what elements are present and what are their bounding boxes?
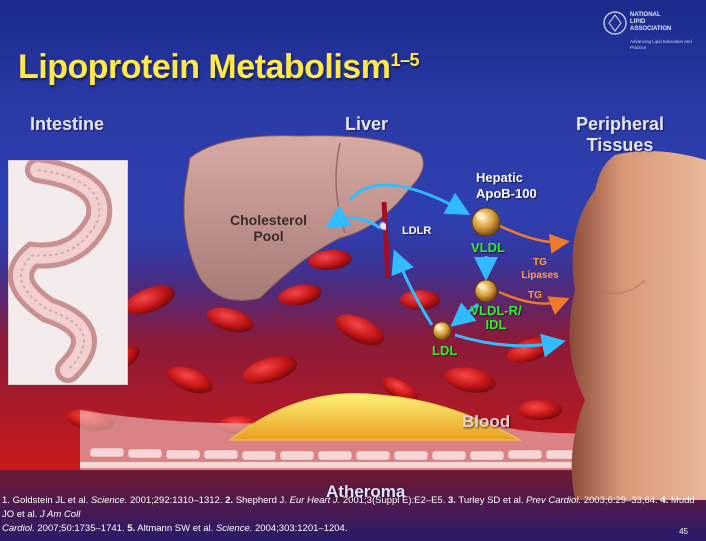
arrow-vldl-tg-to-tissues: [499, 224, 570, 254]
references: 1. Goldstein JL et al. Science. 2001;292…: [2, 494, 702, 536]
label-hepatic-apob100: Hepatic ApoB-100: [476, 170, 537, 201]
label-tg: TG: [528, 290, 542, 301]
arrow-ldl-to-receptor: [391, 249, 434, 326]
column-label-intestine: Intestine: [30, 114, 105, 134]
title-superscript: 1–5: [390, 50, 419, 70]
logo-emblem-icon: [603, 11, 627, 35]
page-number: 45: [679, 527, 688, 536]
arrow-liver-to-vldl: [348, 183, 471, 215]
arrow-ldl-to-tissues: [454, 333, 566, 358]
label-ldl: LDL: [432, 343, 458, 358]
label-vldl: VLDL: [471, 240, 505, 255]
ldl-receptor-icon: [379, 201, 391, 279]
label-tg-lipases: TG Lipases: [521, 257, 559, 281]
label-vldl-r-idl: VLDL-R/ IDL: [470, 303, 522, 332]
column-label-liver: Liver: [345, 114, 389, 134]
torso-illustration: [569, 151, 706, 500]
label-blood: Blood: [462, 412, 511, 431]
label-cholesterol-pool: Cholesterol Pool: [230, 212, 308, 244]
logo-name: NATIONAL LIPID ASSOCIATION: [630, 12, 672, 32]
lipoprotein-particle-icon: [471, 207, 501, 237]
logo-tagline: Advancing Lipid Education and Practice: [630, 39, 692, 50]
slide-title: Lipoprotein Metabolism1–5: [18, 48, 419, 86]
references-line-1: 1. Goldstein JL et al. Science. 2001;292…: [2, 495, 695, 520]
references-line-2: Cardiol. 2007;50:1735–1741. 5. Altmann S…: [2, 523, 348, 534]
arrow-to-cholesterol-pool: [324, 205, 381, 230]
arrow-idl-to-ldl: [450, 302, 479, 327]
organization-logo: NATIONAL LIPID ASSOCIATION Advancing Lip…: [602, 4, 698, 62]
lipoprotein-particle-icon: [432, 321, 452, 341]
liver-illustration: [183, 135, 424, 301]
label-atheroma: Atheroma: [326, 482, 406, 501]
arrow-idl-tg-to-tissues: [498, 290, 570, 315]
column-label-peripheral-tissues: Peripheral Tissues: [575, 114, 665, 155]
intestine-illustration: [8, 160, 128, 385]
label-ldlr: LDLR: [402, 225, 432, 237]
